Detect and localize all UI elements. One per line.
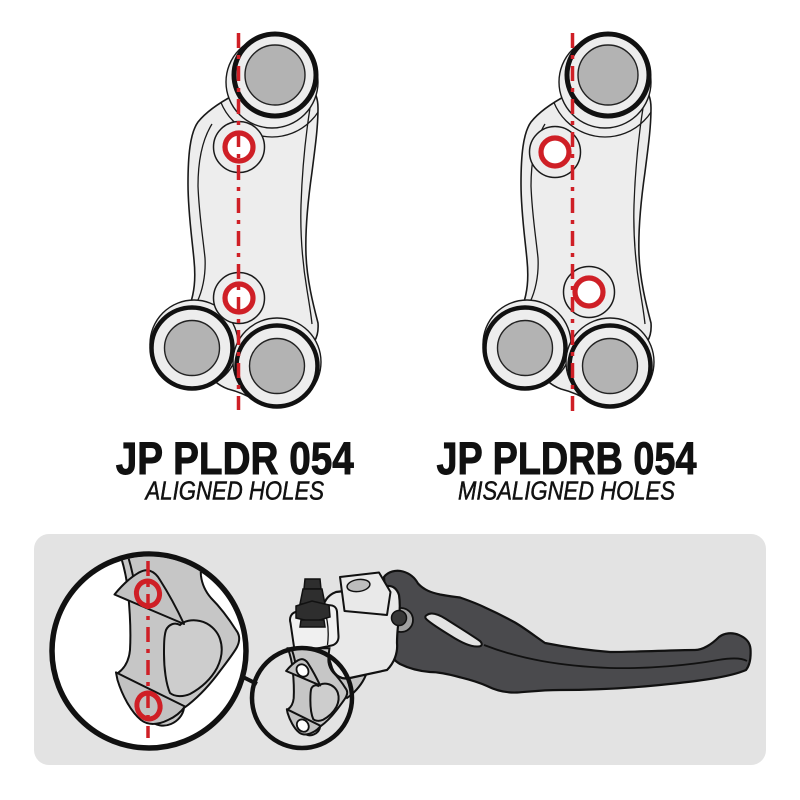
svg-text:JP PLDRB 054: JP PLDRB 054 <box>437 433 697 484</box>
svg-text:ALIGNED HOLES: ALIGNED HOLES <box>144 478 324 506</box>
svg-text:MISALIGNED HOLES: MISALIGNED HOLES <box>458 478 675 506</box>
svg-text:JP PLDR 054: JP PLDR 054 <box>116 433 354 484</box>
